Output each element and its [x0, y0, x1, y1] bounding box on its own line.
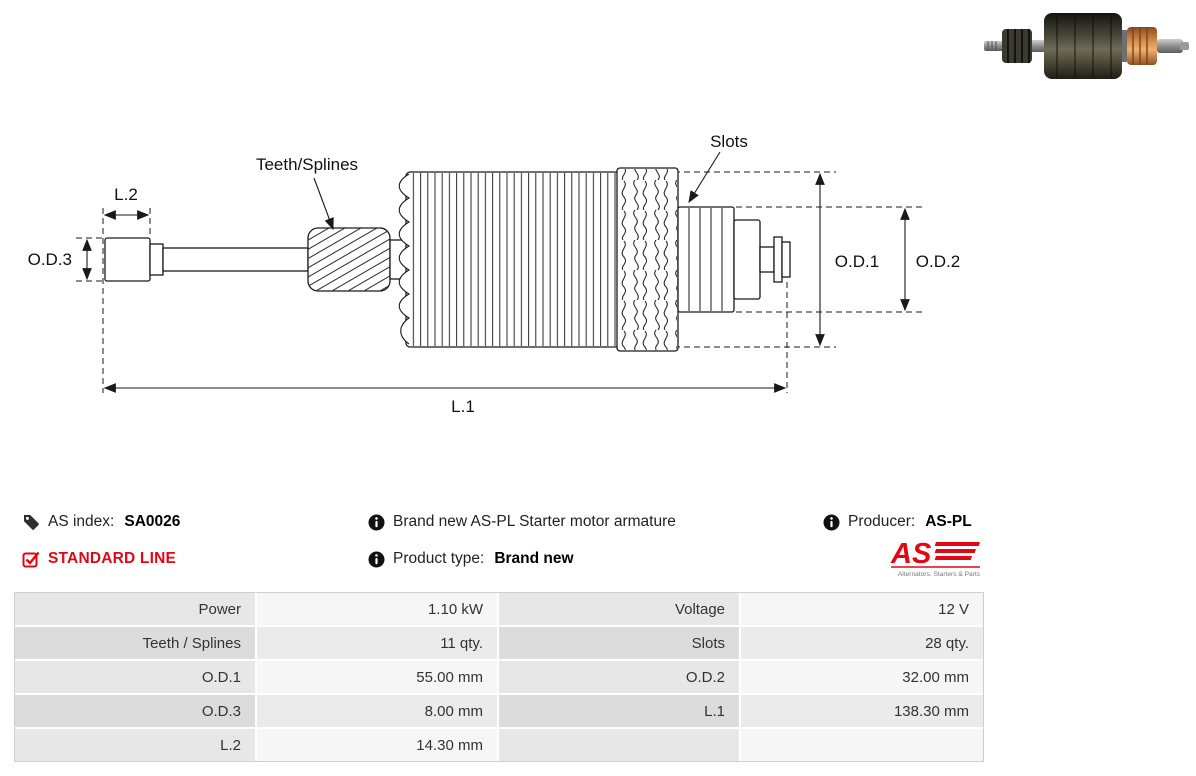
slots-texture: [618, 169, 677, 350]
info-icon: [823, 514, 840, 530]
label-l2: L.2: [114, 185, 138, 204]
spec-table: Power 1.10 kW Voltage 12 V Teeth / Splin…: [14, 592, 984, 762]
lamination-edge: [398, 173, 411, 345]
spec-value: 28 qty.: [741, 627, 983, 661]
product-type: Product type: Brand new: [368, 550, 574, 568]
producer-label: Producer:: [848, 513, 916, 530]
as-index-label: AS index:: [48, 513, 115, 530]
spec-value: 8.00 mm: [257, 695, 499, 729]
spec-label: O.D.2: [499, 661, 741, 695]
splines-hatch: [308, 228, 390, 291]
table-row: Power 1.10 kW Voltage 12 V: [15, 593, 983, 627]
producer: Producer: AS-PL: [823, 513, 972, 531]
label-od1: O.D.1: [835, 252, 879, 271]
table-row: O.D.3 8.00 mm L.1 138.30 mm: [15, 695, 983, 729]
info-icon: [368, 551, 385, 567]
spec-value: 12 V: [741, 593, 983, 627]
spec-label: Power: [15, 593, 257, 627]
as-index: AS index: SA0026: [22, 513, 180, 531]
spec-value: 14.30 mm: [257, 729, 499, 761]
product-type-label: Product type:: [393, 550, 485, 567]
as-pl-logo: AS Alternators. Starters & Parts: [890, 538, 981, 578]
spec-label: L.2: [15, 729, 257, 761]
core-laminations: [412, 173, 620, 346]
table-row: O.D.1 55.00 mm O.D.2 32.00 mm: [15, 661, 983, 695]
spec-label: Voltage: [499, 593, 741, 627]
label-l1: L.1: [451, 397, 475, 416]
spec-value: [741, 729, 983, 761]
dimension-lines: [82, 151, 910, 393]
as-index-value: SA0026: [124, 513, 181, 530]
label-od3: O.D.3: [28, 250, 72, 269]
spec-label: O.D.3: [15, 695, 257, 729]
armature-diagram: L.2 O.D.3 Teeth/Splines Slots O.D.1 O.D.…: [28, 132, 961, 416]
check-square-icon: [22, 551, 40, 568]
spec-value: 138.30 mm: [741, 695, 983, 729]
spec-value: 1.10 kW: [257, 593, 499, 627]
label-teeth-splines: Teeth/Splines: [256, 155, 358, 174]
description-text: Brand new AS-PL Starter motor armature: [393, 513, 676, 530]
spec-label: Slots: [499, 627, 741, 661]
tag-icon: [24, 515, 39, 530]
info-icon: [368, 514, 385, 530]
as-pl-logo-text: AS: [890, 538, 932, 570]
spec-value: 11 qty.: [257, 627, 499, 661]
label-slots: Slots: [710, 132, 748, 151]
spec-value: 32.00 mm: [741, 661, 983, 695]
product-photo: [984, 13, 1189, 79]
spec-label: L.1: [499, 695, 741, 729]
producer-value: AS-PL: [925, 513, 972, 530]
label-od2: O.D.2: [916, 252, 960, 271]
armature-photo-shapes: [984, 13, 1189, 79]
product-info: AS index: SA0026 Brand new AS-PL Starter…: [0, 505, 1196, 587]
standard-line-text: STANDARD LINE: [48, 550, 177, 567]
spec-label: O.D.1: [15, 661, 257, 695]
table-row: Teeth / Splines 11 qty. Slots 28 qty.: [15, 627, 983, 661]
product-description: Brand new AS-PL Starter motor armature: [368, 513, 676, 531]
armature-outline: [104, 167, 791, 352]
product-type-value: Brand new: [494, 550, 574, 567]
table-row: L.2 14.30 mm: [15, 729, 983, 761]
standard-line-badge: STANDARD LINE: [22, 550, 176, 568]
spec-label: [499, 729, 741, 761]
as-pl-logo-tagline: Alternators. Starters & Parts: [898, 571, 981, 578]
spec-value: 55.00 mm: [257, 661, 499, 695]
spec-label: Teeth / Splines: [15, 627, 257, 661]
